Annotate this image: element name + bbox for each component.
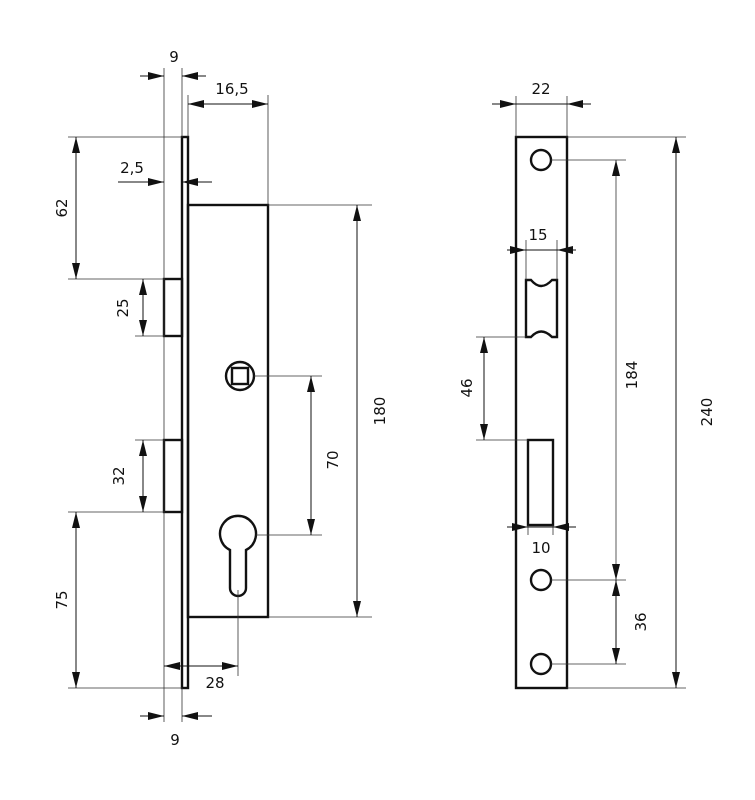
dim-case-height: 180 — [371, 397, 389, 426]
side-view: 9 16,5 62 2,5 25 180 70 32 75 28 9 — [53, 48, 389, 749]
front-faceplate — [514, 135, 569, 690]
dim-plate-height: 240 — [698, 398, 716, 427]
latch-opening — [524, 278, 559, 339]
lock-case — [186, 203, 270, 619]
dim-deadbolt-to-bottom: 75 — [53, 590, 71, 609]
screw-hole-middle — [529, 568, 553, 592]
cylinder-cutout — [218, 514, 258, 598]
dim-faceplate-offset-bottom: 9 — [170, 731, 180, 749]
dim-spindle-to-cylinder: 70 — [324, 450, 342, 469]
dim-plate-thickness: 2,5 — [120, 159, 144, 177]
dim-latch-width: 15 — [528, 226, 547, 244]
front-view: 22 15 46 10 184 240 36 — [458, 80, 716, 690]
dim-backset: 28 — [205, 674, 224, 692]
dim-case-depth: 16,5 — [215, 80, 248, 98]
dim-deadbolt-height: 32 — [110, 466, 128, 485]
dim-plate-width: 22 — [531, 80, 550, 98]
spindle-hub — [224, 360, 256, 392]
dim-top-to-latch: 62 — [53, 198, 71, 217]
dim-bolt-width: 10 — [531, 539, 550, 557]
dim-latch-height: 25 — [114, 298, 132, 317]
dim-latch-to-bolt: 46 — [458, 378, 476, 397]
screw-hole-top — [529, 148, 553, 172]
dead-bolt — [162, 438, 184, 514]
dim-hole-spacing: 184 — [623, 361, 641, 390]
latch-bolt — [162, 277, 184, 338]
bolt-opening — [526, 438, 555, 527]
dim-faceplate-offset-top: 9 — [169, 48, 179, 66]
dim-lower-hole-spacing: 36 — [632, 612, 650, 631]
screw-hole-bottom — [529, 652, 553, 676]
